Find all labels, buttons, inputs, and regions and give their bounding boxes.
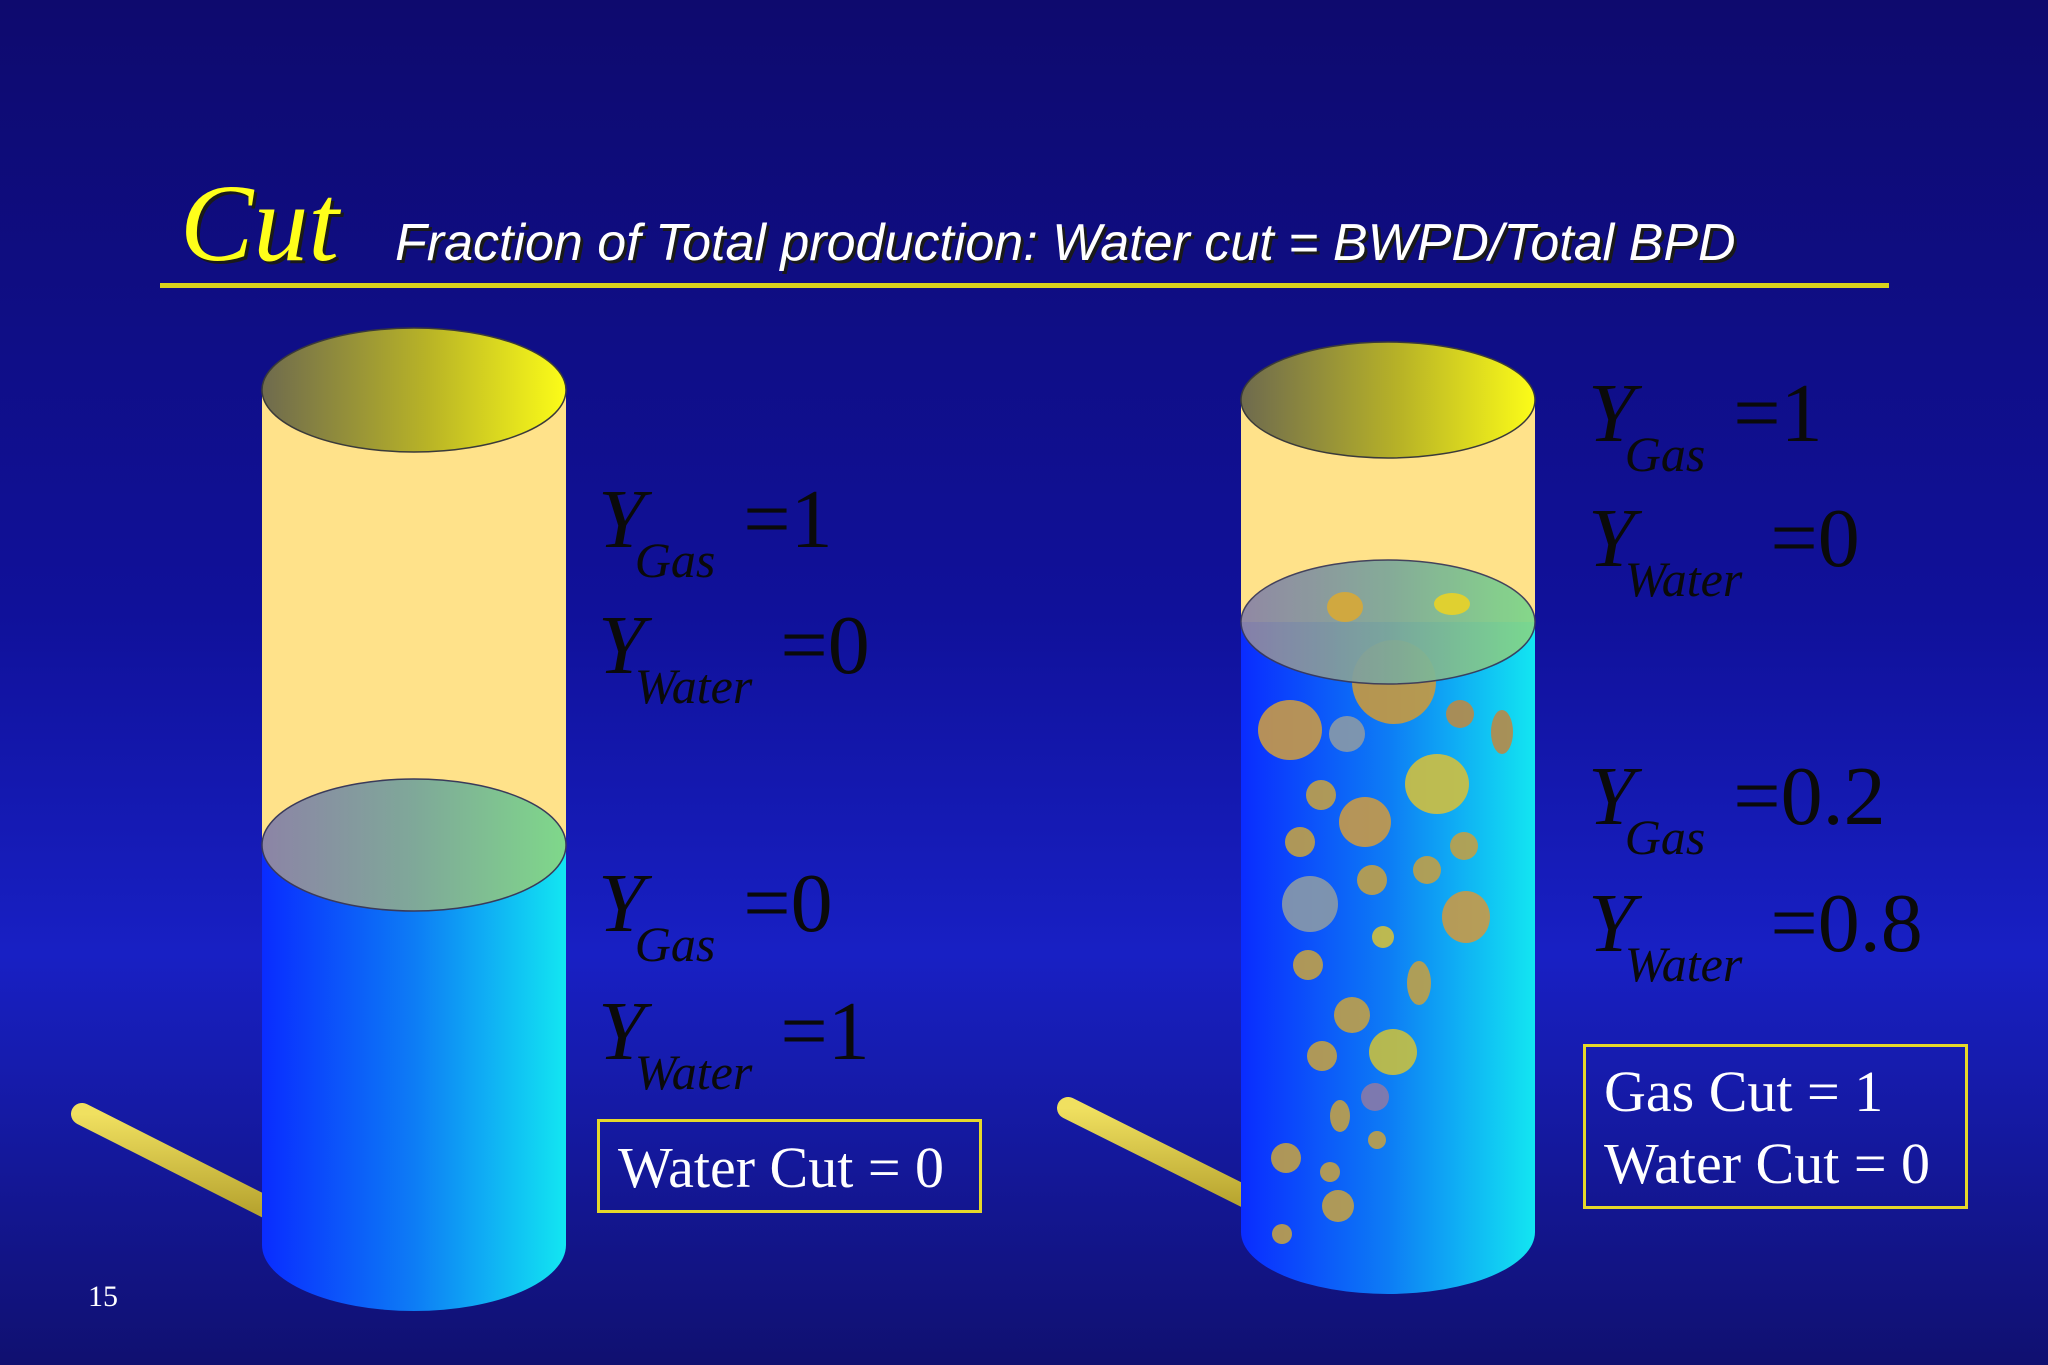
right-upper-gas-fraction: YGas=1 xyxy=(1588,372,1823,480)
left-upper-gas-fraction: YGas=1 xyxy=(598,478,833,586)
y-symbol: Y xyxy=(1588,877,1635,970)
y-symbol: Y xyxy=(598,985,645,1078)
gas-value: =1 xyxy=(1733,367,1823,460)
water-cut-label: Water Cut = 0 xyxy=(1604,1131,1931,1196)
left-water-phase xyxy=(262,845,566,1311)
gas-subscript: Gas xyxy=(1624,426,1706,482)
left-cut-box: Water Cut = 0 xyxy=(597,1119,982,1213)
water-value: =0 xyxy=(780,599,870,692)
right-upper-water-fraction: YWater=0 xyxy=(1588,497,1860,605)
left-inlet-pipe xyxy=(71,1103,283,1221)
left-liquid-surface xyxy=(261,778,567,912)
slide-number: 15 xyxy=(88,1280,118,1313)
right-lower-gas-fraction: YGas=0.2 xyxy=(1588,755,1886,863)
right-cut-box: Gas Cut = 1 Water Cut = 0 xyxy=(1583,1044,1968,1209)
right-cylinder xyxy=(1057,341,1536,1294)
y-symbol: Y xyxy=(1588,750,1635,843)
y-symbol: Y xyxy=(598,857,645,950)
gas-value: =0.2 xyxy=(1733,750,1886,843)
y-symbol: Y xyxy=(598,599,645,692)
slide-subtitle: Fraction of Total production: Water cut … xyxy=(395,214,1736,272)
gas-value: =1 xyxy=(743,473,833,566)
gas-subscript: Gas xyxy=(634,916,716,972)
right-liquid-surface xyxy=(1240,559,1536,685)
gas-subscript: Gas xyxy=(1624,809,1706,865)
slide-title-cut: Cut xyxy=(180,162,339,284)
y-symbol: Y xyxy=(1588,492,1635,585)
left-cylinder xyxy=(71,327,567,1311)
title-underline xyxy=(160,283,1889,288)
water-subscript: Water xyxy=(634,1044,753,1100)
y-symbol: Y xyxy=(598,473,645,566)
water-value: =0.8 xyxy=(1770,877,1923,970)
gas-value: =0 xyxy=(743,857,833,950)
right-lower-water-fraction: YWater=0.8 xyxy=(1588,882,1923,990)
left-top-cap xyxy=(261,327,567,453)
water-subscript: Water xyxy=(1624,936,1743,992)
water-subscript: Water xyxy=(634,658,753,714)
y-symbol: Y xyxy=(1588,367,1635,460)
left-lower-gas-fraction: YGas=0 xyxy=(598,862,833,970)
right-top-cap xyxy=(1240,341,1536,459)
water-value: =0 xyxy=(1770,492,1860,585)
gas-subscript: Gas xyxy=(634,532,716,588)
left-lower-water-fraction: YWater=1 xyxy=(598,990,870,1098)
right-inlet-pipe xyxy=(1057,1097,1269,1214)
right-gas-phase xyxy=(1241,400,1535,622)
water-value: =1 xyxy=(780,985,870,1078)
water-subscript: Water xyxy=(1624,551,1743,607)
water-cut-label: Water Cut = 0 xyxy=(618,1135,945,1200)
left-gas-phase xyxy=(262,390,566,845)
left-upper-water-fraction: YWater=0 xyxy=(598,604,870,712)
gas-cut-label: Gas Cut = 1 xyxy=(1604,1059,1884,1124)
surface-bubbles xyxy=(1327,592,1470,622)
